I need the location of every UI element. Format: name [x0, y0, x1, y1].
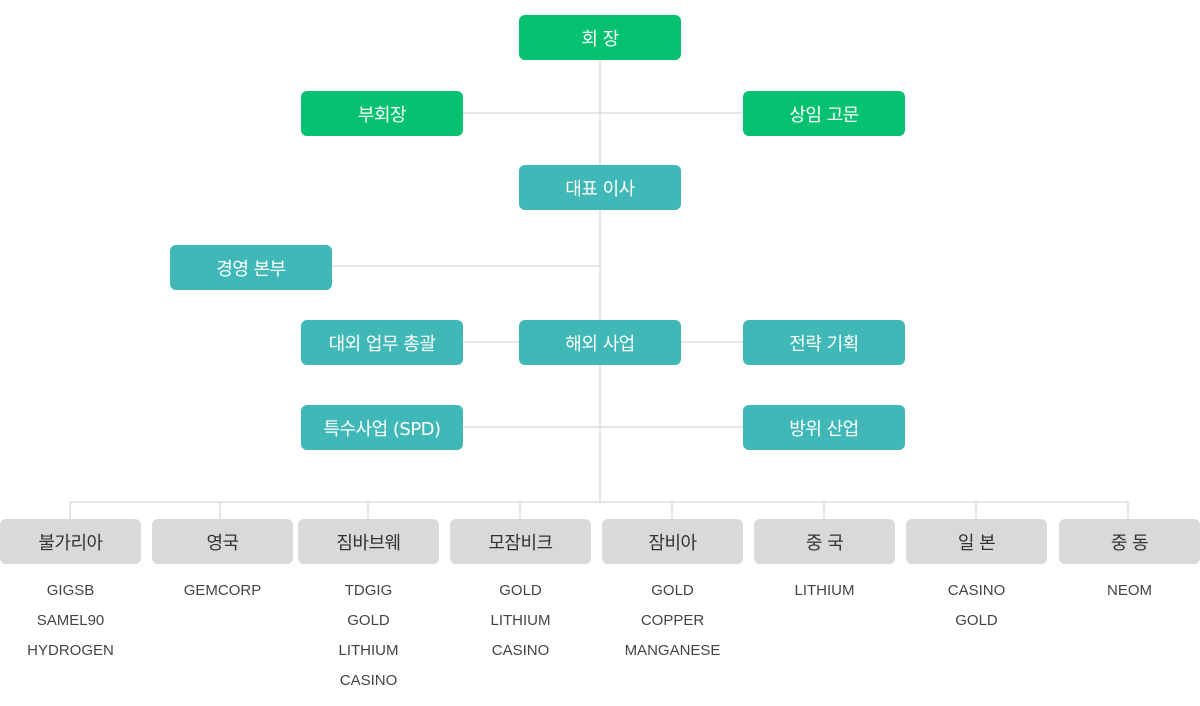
country-items-bulgaria: GIGSB SAMEL90 HYDROGEN	[0, 576, 141, 666]
list-item: LITHIUM	[490, 612, 551, 629]
defense-box: 방위 산업	[743, 405, 905, 450]
list-item: SAMEL90	[36, 612, 105, 629]
country-box-middle-east: 중 동	[1059, 519, 1200, 564]
management-box: 경영 본부	[170, 245, 332, 290]
country-box-japan: 일 본	[906, 519, 1047, 564]
country-box-zimbabwe: 짐바브웨	[298, 519, 439, 564]
country-box-uk: 영국	[152, 519, 293, 564]
country-items-zimbabwe: TDGIG GOLD LITHIUM CASINO	[298, 576, 439, 696]
country-items-china: LITHIUM	[754, 576, 895, 606]
overseas-business-box: 해외 사업	[519, 320, 681, 365]
list-item: GIGSB	[46, 582, 95, 599]
country-items-japan: CASINO GOLD	[906, 576, 1047, 636]
advisor-box: 상임 고문	[743, 91, 905, 136]
chairman-box: 회 장	[519, 15, 681, 60]
list-item: COPPER	[640, 612, 705, 629]
list-item: NEOM	[1107, 582, 1152, 599]
list-item: GEMCORP	[183, 582, 262, 599]
ceo-box: 대표 이사	[519, 165, 681, 210]
list-item: HYDROGEN	[27, 642, 114, 659]
vice-chairman-box: 부회장	[301, 91, 463, 136]
strategy-box: 전략 기획	[743, 320, 905, 365]
country-items-zambia: GOLD COPPER MANGANESE	[602, 576, 743, 666]
list-item: CASINO	[947, 582, 1006, 599]
list-item: GOLD	[499, 582, 542, 599]
country-items-mozambique: GOLD LITHIUM CASINO	[450, 576, 591, 666]
list-item: LITHIUM	[338, 642, 399, 659]
list-item: MANGANESE	[624, 642, 721, 659]
external-affairs-box: 대외 업무 총괄	[301, 320, 463, 365]
list-item: GOLD	[955, 612, 998, 629]
list-item: CASINO	[491, 642, 550, 659]
list-item: CASINO	[339, 672, 398, 689]
list-item: LITHIUM	[794, 582, 855, 599]
country-box-zambia: 잠비아	[602, 519, 743, 564]
list-item: GOLD	[347, 612, 390, 629]
country-box-china: 중 국	[754, 519, 895, 564]
country-items-uk: GEMCORP	[152, 576, 293, 606]
country-box-bulgaria: 불가리아	[0, 519, 141, 564]
spd-box: 특수사업 (SPD)	[301, 405, 463, 450]
country-box-mozambique: 모잠비크	[450, 519, 591, 564]
country-items-middle-east: NEOM	[1059, 576, 1200, 606]
list-item: GOLD	[651, 582, 694, 599]
list-item: TDGIG	[344, 582, 393, 599]
